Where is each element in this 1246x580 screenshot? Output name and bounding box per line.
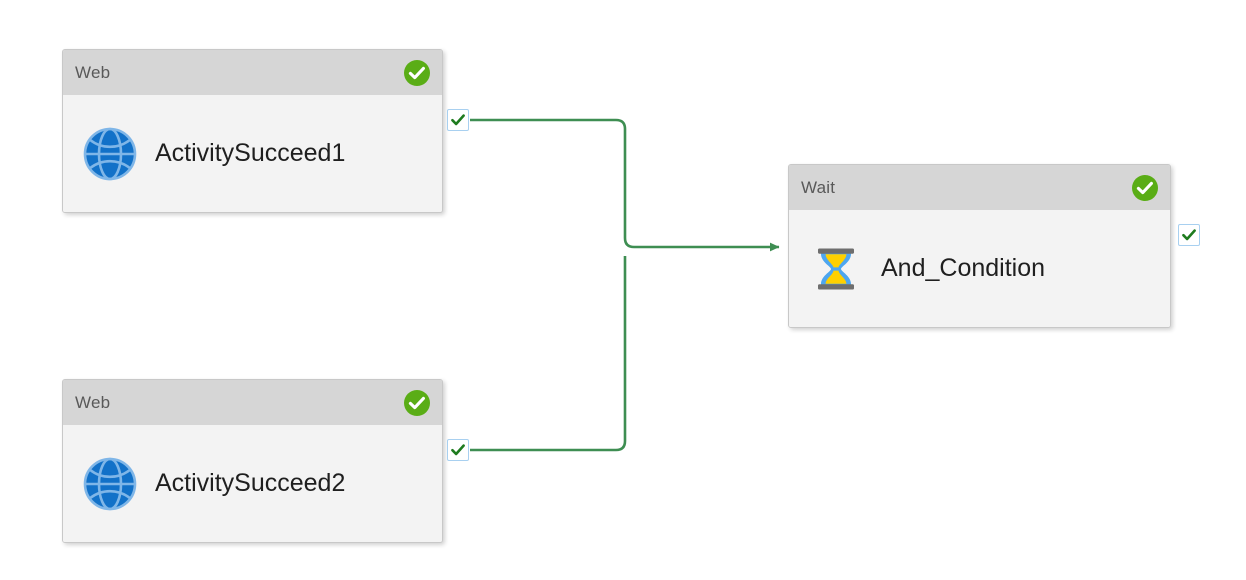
node-type-label: Web [75, 62, 111, 82]
node-name-label: ActivitySucceed2 [155, 469, 346, 497]
globe-icon [81, 125, 139, 183]
check-icon [451, 444, 465, 456]
globe-icon [81, 455, 139, 513]
check-icon [1182, 229, 1196, 241]
node-name-label: ActivitySucceed1 [155, 139, 346, 167]
node-header: Wait [789, 165, 1170, 210]
activity-node-and-condition[interactable]: Wait [788, 164, 1171, 328]
node-type-label: Web [75, 392, 111, 412]
check-icon [451, 114, 465, 126]
node-body: ActivitySucceed1 [63, 95, 442, 212]
edge-succeed2-to-and-condition [470, 256, 627, 452]
hourglass-icon [807, 240, 865, 298]
output-port-activity-succeed-1[interactable] [447, 109, 469, 131]
activity-node-activity-succeed-2[interactable]: Web [62, 379, 443, 543]
node-body: And_Condition [789, 210, 1170, 327]
output-port-activity-succeed-2[interactable] [447, 439, 469, 461]
node-header: Web [63, 50, 442, 95]
node-header: Web [63, 380, 442, 425]
success-check-icon [403, 59, 431, 87]
success-check-icon [403, 389, 431, 417]
node-type-label: Wait [801, 177, 836, 197]
node-name-label: And_Condition [881, 254, 1046, 282]
output-port-and-condition[interactable] [1178, 224, 1200, 246]
activity-node-activity-succeed-1[interactable]: Web [62, 49, 443, 213]
edge-succeed1-to-and-condition [470, 118, 780, 252]
success-check-icon [1131, 174, 1159, 202]
node-body: ActivitySucceed2 [63, 425, 442, 542]
